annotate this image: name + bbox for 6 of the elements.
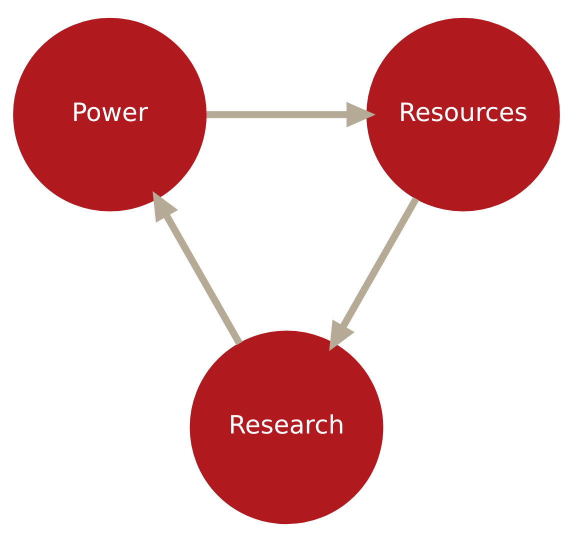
- node-circle: Research: [190, 330, 384, 524]
- arrow: [152, 190, 243, 345]
- arrow: [206, 101, 376, 127]
- node-circle: Power: [13, 17, 207, 211]
- node-circle: Resources: [366, 17, 560, 211]
- arrow: [329, 196, 420, 351]
